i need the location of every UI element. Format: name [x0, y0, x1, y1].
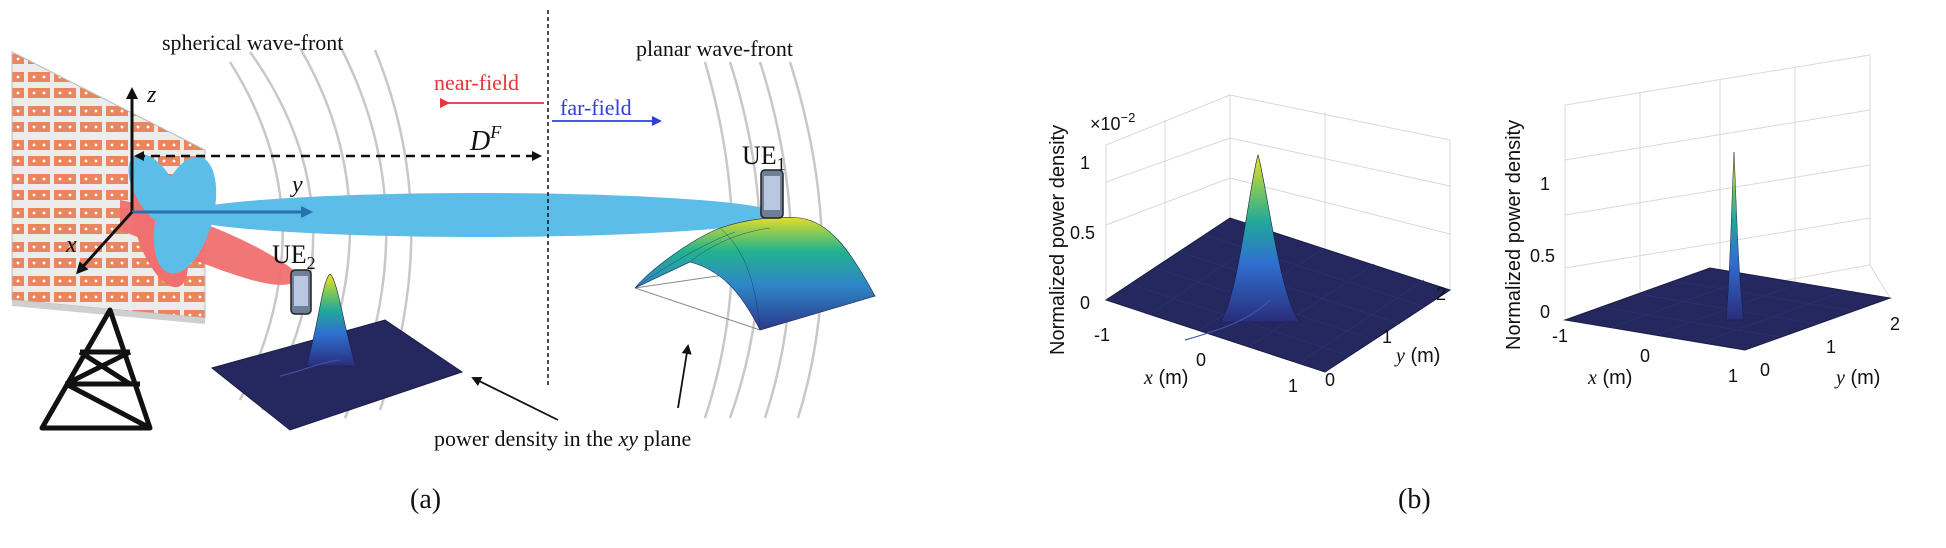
near-field-label: near-field: [434, 70, 519, 95]
panel-a-caption: (a): [410, 484, 441, 515]
axis-x-label: x: [65, 232, 77, 258]
power-density-caption: power density in the xy plane: [434, 426, 691, 451]
ue2-phone-icon: [290, 269, 312, 315]
right-xtick-3: 1: [1728, 366, 1738, 386]
right-ztick-2: 0.5: [1530, 246, 1555, 266]
right-ytick-3: 2: [1890, 314, 1900, 334]
spherical-wavefront-label: spherical wave-front: [162, 30, 343, 55]
left-xtick-2: 0: [1196, 350, 1206, 370]
left-ytick-2: 1: [1382, 327, 1392, 347]
right-ztick-3: 0: [1540, 302, 1550, 322]
distance-label: DF: [469, 122, 502, 157]
left-ytick-3: 2: [1436, 284, 1446, 304]
ue1-label: UE1: [742, 141, 786, 174]
left-ztick-2: 0.5: [1070, 223, 1095, 243]
antenna-axes: z y x: [65, 82, 313, 275]
left-ytick-1: 0: [1325, 370, 1335, 390]
beam-to-ue1: [180, 193, 780, 237]
pointer-arrow-right: [677, 344, 692, 409]
axis-y-label: y: [290, 172, 303, 198]
left-xtick-1: -1: [1094, 325, 1110, 345]
pointer-arrow-left: [471, 377, 559, 421]
right-zlabel: Normalized power density: [1503, 120, 1525, 350]
left-ylabel: y (m): [1394, 345, 1440, 367]
planar-wavefront-label: planar wave-front: [636, 36, 793, 61]
axis-z-label: z: [146, 82, 157, 108]
left-xtick-3: 1: [1288, 376, 1298, 396]
right-ylabel: y (m): [1834, 367, 1880, 389]
ue1-power-density-surface: [634, 217, 877, 331]
left-ztick-1: 1: [1080, 153, 1090, 173]
far-field-label: far-field: [560, 95, 632, 120]
ue2-power-density-surface: [210, 273, 464, 431]
panel-b-left-plot: Normalized power density ×10−2 1 0.5 0 -…: [1047, 94, 1452, 396]
right-ytick-2: 1: [1826, 337, 1836, 357]
panel-b-right-plot: Normalized power density 1 0.5 0 -1 0 1 …: [1503, 54, 1900, 389]
beam-lobes-blue: [128, 153, 217, 274]
base-station-tower-icon: [39, 307, 153, 431]
right-xtick-1: -1: [1552, 326, 1568, 346]
left-ztick-3: 0: [1080, 293, 1090, 313]
right-ztick-1: 1: [1540, 174, 1550, 194]
left-zlabel: Normalized power density: [1047, 125, 1069, 355]
panel-a: z y x DF near-field far-field spherical …: [11, 10, 877, 515]
right-xlabel: x (m): [1587, 367, 1632, 389]
left-xlabel: x (m): [1143, 367, 1188, 389]
panel-b-caption: (b): [1398, 484, 1431, 515]
right-ytick-1: 0: [1760, 360, 1770, 380]
ue1-phone-icon: [760, 169, 784, 219]
left-multiplier: ×10−2: [1090, 110, 1135, 134]
right-xtick-2: 0: [1640, 346, 1650, 366]
ue2-label: UE2: [272, 240, 316, 273]
